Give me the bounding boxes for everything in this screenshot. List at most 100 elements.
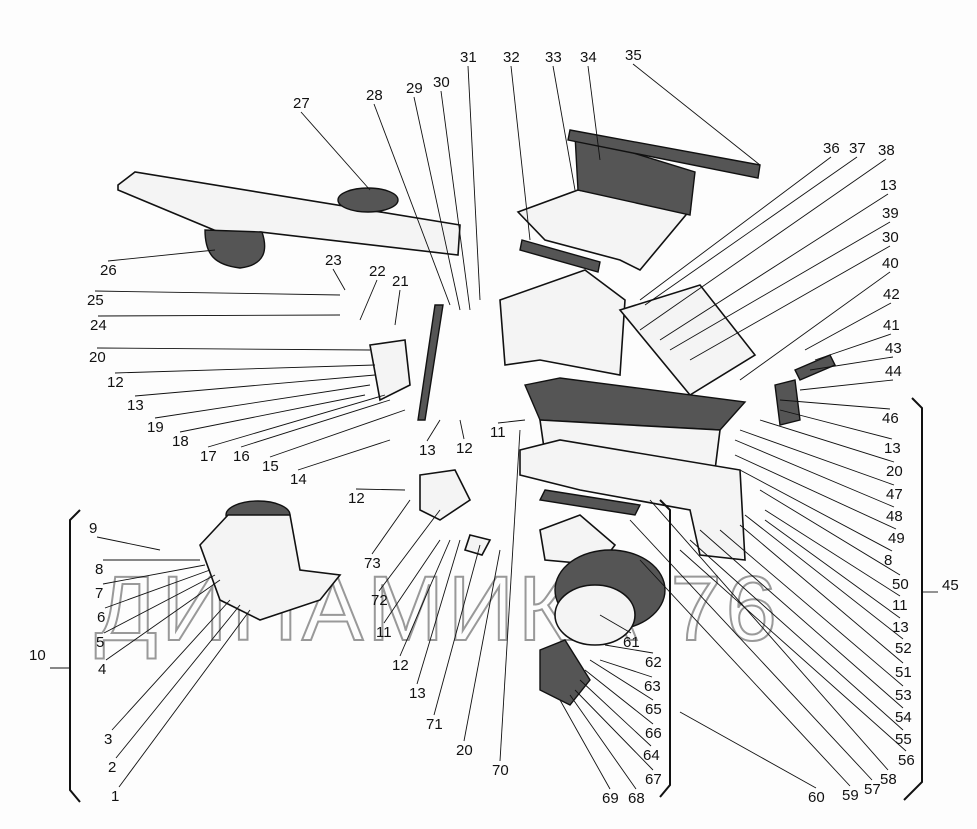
callout-label: 70 (492, 762, 509, 779)
leader-line (814, 333, 892, 361)
callout-label: 20 (886, 463, 903, 480)
callout-label: 15 (262, 458, 279, 475)
leader-line (102, 564, 206, 585)
callout-label: 44 (885, 363, 902, 380)
leader-line (510, 65, 531, 241)
callout-label: 60 (808, 789, 825, 806)
leader-line (463, 549, 501, 742)
callout-label: 53 (895, 687, 912, 704)
leader-line (207, 394, 386, 448)
leader-line (107, 249, 216, 262)
leader-line (97, 314, 341, 317)
bracket-10 (69, 509, 81, 803)
callout-label: 11 (490, 424, 506, 441)
callout-label: 59 (842, 787, 859, 804)
callout-label: 32 (503, 49, 520, 66)
callout-label: 4 (98, 661, 106, 678)
leader-line (744, 514, 904, 640)
leader-line (779, 409, 893, 440)
bracket-60 (659, 499, 671, 798)
callout-label: 12 (392, 657, 409, 674)
callout-label: 12 (348, 490, 365, 507)
leader-line (111, 599, 231, 731)
heater-cover-33 (516, 129, 761, 273)
callout-label: 13 (880, 177, 897, 194)
leader-line (269, 409, 406, 458)
callout-label: 29 (406, 80, 423, 97)
callout-label: 16 (233, 448, 250, 465)
callout-label: 12 (107, 374, 124, 391)
leader-line (96, 536, 161, 551)
leader-line (689, 539, 904, 731)
callout-label: 72 (371, 592, 388, 609)
callout-label: 45 (942, 577, 959, 594)
leader-line (114, 364, 376, 374)
callout-label: 18 (172, 433, 189, 450)
callout-label: 21 (392, 273, 409, 290)
callout-label: 8 (95, 561, 103, 578)
callout-label: 28 (366, 87, 383, 104)
leader-line (584, 669, 654, 725)
lower-housing (519, 439, 746, 561)
leader-line (809, 356, 894, 371)
leader-line (104, 569, 211, 609)
callout-label: 69 (602, 790, 619, 807)
callout-label: 65 (645, 701, 662, 718)
callout-label: 66 (645, 725, 662, 742)
leader-line (587, 65, 601, 161)
leader-line (378, 509, 441, 592)
leader-line (679, 549, 907, 752)
leader-line (426, 419, 441, 442)
callout-label: 13 (892, 619, 909, 636)
callout-label: 10 (29, 647, 46, 664)
callout-label: 46 (882, 410, 899, 427)
leader-line (799, 379, 894, 391)
callout-label: 37 (849, 140, 866, 157)
callout-label: 64 (643, 747, 660, 764)
callout-label: 55 (895, 731, 912, 748)
leader-line (644, 156, 858, 306)
leader-line (604, 644, 654, 654)
callout-label: 24 (90, 317, 107, 334)
leader-line (332, 268, 346, 291)
callout-label: 73 (364, 555, 381, 572)
watermark: ДИНАМИКА 76 (95, 558, 781, 660)
callout-label: 41 (883, 317, 900, 334)
leader-line (383, 539, 441, 624)
leader-line (300, 111, 371, 191)
bracket-45 (903, 397, 923, 801)
leader-line (413, 96, 461, 311)
leader-line (94, 290, 341, 296)
callout-label: 26 (100, 262, 117, 279)
leader-line (659, 193, 889, 341)
leader-line (639, 158, 887, 331)
callout-label: 17 (200, 448, 217, 465)
leader-line (569, 694, 637, 790)
callout-label: 38 (878, 142, 895, 159)
leader-line (499, 429, 521, 762)
leader-line (579, 679, 652, 747)
leader-line (297, 439, 391, 471)
leader-line (734, 454, 897, 530)
leader-line (371, 499, 411, 555)
leader-line (105, 579, 221, 661)
callout-label: 3 (104, 731, 112, 748)
leader-line (394, 289, 401, 326)
leader-line (739, 271, 891, 381)
leader-line (739, 469, 893, 552)
leader-line (599, 659, 653, 678)
callout-label: 25 (87, 292, 104, 309)
callout-label: 13 (884, 440, 901, 457)
callout-label: 20 (456, 742, 473, 759)
leader-line (399, 539, 451, 657)
callout-label: 2 (108, 759, 116, 776)
leader-line (759, 489, 901, 576)
leader-line (134, 374, 376, 397)
callout-label: 23 (325, 252, 342, 269)
callout-label: 11 (892, 597, 908, 614)
callout-label: 9 (89, 520, 97, 537)
leader-line (497, 419, 526, 424)
callout-label: 33 (545, 49, 562, 66)
callout-label: 12 (456, 440, 473, 457)
